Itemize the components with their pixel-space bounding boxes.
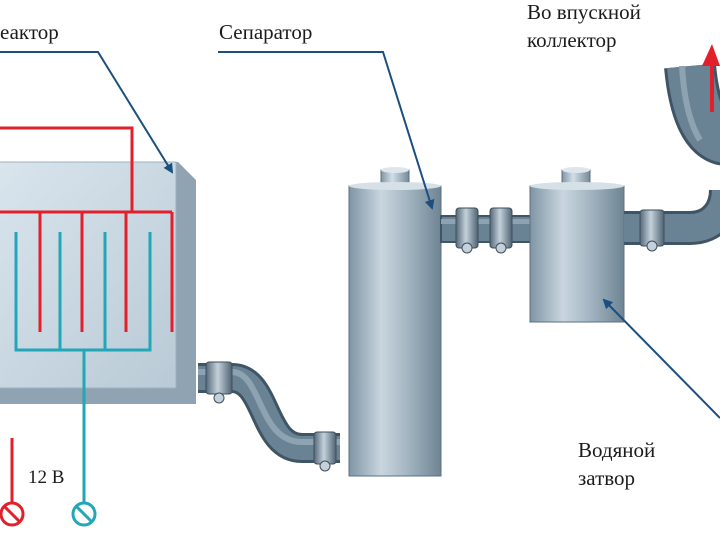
flow-arrow-up-icon [702,44,720,112]
hose-clamp-icon [205,361,337,472]
label-water-seal-line2: затвор [578,466,636,490]
label-reactor: еактор [0,20,59,44]
water-seal-tank [529,167,625,323]
label-separator: Сепаратор [219,20,313,44]
reactor-body [0,161,196,404]
leader-separator [218,51,435,210]
pipe-reactor-separator [198,363,340,463]
leader-water-seal [602,298,720,419]
label-intake-line1: Во впускной [527,0,641,24]
terminal-cyan-icon [71,501,97,527]
red-electrode-wires [0,126,174,505]
separator-tank [348,167,442,477]
pipe-separator-waterseal [440,207,534,254]
label-voltage: 12 В [28,467,65,488]
leader-lines [0,51,720,419]
label-water-seal-line1: Водяной [578,438,656,462]
leader-reactor [0,51,174,174]
cyan-electrode-wires [14,232,152,502]
label-intake-line2: коллектор [527,28,617,52]
terminal-red-icon [0,501,25,527]
pipe-waterseal-intake [624,63,720,252]
